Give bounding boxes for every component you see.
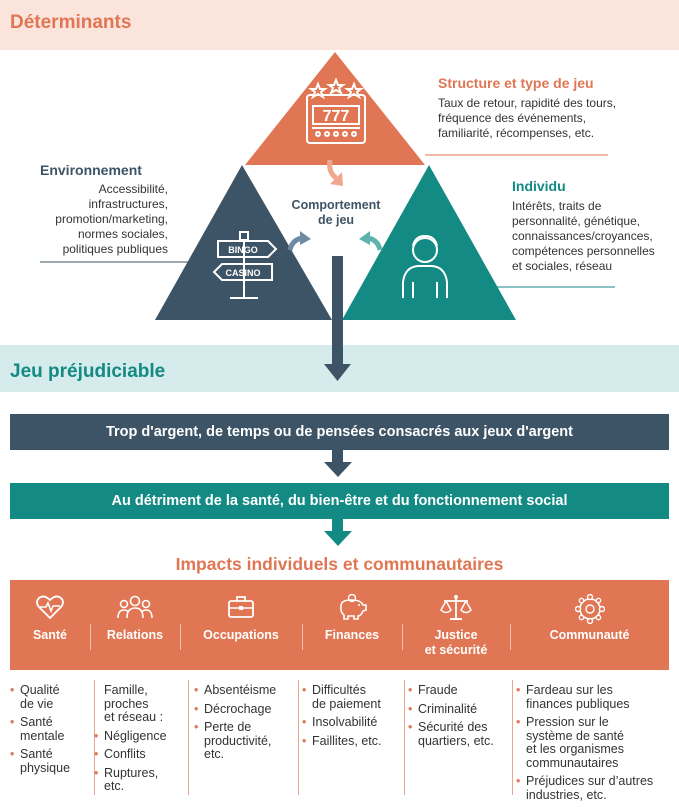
curved-arrow-from-structure-icon	[327, 159, 338, 180]
person-icon	[402, 234, 448, 298]
category-divider	[402, 624, 403, 650]
gambling-behaviour-label: Comportement de jeu	[291, 198, 381, 227]
relations-impacts-list: Famille, proches et réseau : Négligence …	[94, 683, 186, 799]
down-arrow-shaft	[332, 256, 343, 345]
determinants-band: Déterminants	[0, 0, 679, 50]
arrow-bar2-to-impacts	[324, 519, 352, 546]
heart-pulse-icon	[36, 595, 64, 620]
list-intro: Famille, proches et réseau :	[104, 683, 164, 724]
structure-title: Structure et type de jeu	[438, 75, 594, 91]
detriment-bar: Au détriment de la santé, du bien-être e…	[10, 483, 669, 519]
justice-impacts-list: Fraude Criminalité Sécurité des quartier…	[408, 683, 510, 753]
list-item: Insolvabilité	[302, 715, 402, 730]
casino-sign-text: CASINO	[225, 268, 260, 278]
environment-title: Environnement	[40, 162, 142, 178]
environment-text: Accessibilité, infrastructures, promotio…	[55, 182, 168, 256]
list-item: Difficultés de paiement	[302, 683, 402, 711]
category-justice: Justice et sécurité	[402, 580, 510, 670]
individual-text: Intérêts, traits de personnalité, généti…	[512, 199, 655, 273]
category-label: Finances	[324, 628, 380, 642]
category-health: Santé	[10, 580, 90, 670]
piggy-bank-icon	[340, 594, 367, 620]
slot-reels-text: 777	[323, 108, 350, 125]
impacts-title: Impacts individuels et communautaires	[175, 554, 504, 574]
category-relations: Relations	[90, 580, 180, 670]
finances-impacts-list: Difficultés de paiement Insolvabilité Fa…	[302, 683, 402, 753]
category-divider	[302, 624, 303, 650]
list-item: Qualité de vie	[10, 683, 90, 711]
category-label: Santé	[32, 628, 68, 642]
column-divider	[298, 680, 299, 795]
bingo-sign-text: BINGO	[228, 245, 258, 255]
health-impacts-list: Qualité de vie Santé mentale Santé physi…	[10, 683, 90, 780]
people-group-icon	[117, 595, 153, 619]
list-item: Fardeau sur les finances publiques	[516, 683, 676, 711]
briefcase-icon	[228, 596, 254, 618]
list-item: Décrochage	[194, 702, 296, 717]
slot-machine-icon	[306, 77, 366, 144]
category-label: Justice et sécurité	[424, 628, 488, 657]
category-finances: Finances	[302, 580, 402, 670]
list-item: Santé mentale	[10, 715, 90, 743]
band-arrow-overlay	[324, 345, 351, 381]
list-item: Ruptures, etc.	[94, 766, 186, 794]
category-divider	[180, 624, 181, 650]
individual-title: Individu	[512, 178, 566, 194]
column-divider	[404, 680, 405, 795]
column-divider	[512, 680, 513, 795]
category-occupations: Occupations	[180, 580, 302, 670]
category-label: Occupations	[203, 628, 279, 642]
column-divider	[188, 680, 189, 795]
scales-icon	[440, 595, 472, 620]
list-item: Sécurité des quartiers, etc.	[408, 720, 510, 748]
category-community: Communauté	[510, 580, 669, 670]
list-item: Fraude	[408, 683, 510, 698]
category-divider	[90, 624, 91, 650]
individual-triangle	[342, 165, 516, 320]
list-item: Pression sur le système de santé et les …	[516, 715, 676, 770]
arrow-bar1-to-bar2	[324, 450, 352, 477]
signpost-icon	[212, 231, 278, 299]
community-network-icon	[574, 594, 605, 624]
list-item: Conflits	[94, 747, 186, 762]
category-label: Communauté	[549, 628, 630, 642]
structure-text: Taux de retour, rapidité des tours, fréq…	[438, 96, 617, 140]
determinants-title: Déterminants	[10, 12, 132, 33]
list-item: Santé physique	[10, 747, 90, 775]
impact-categories-bar: Santé Relations Occupations Finances	[10, 580, 669, 670]
list-item: Perte de productivité, etc.	[194, 720, 296, 762]
list-item: Criminalité	[408, 702, 510, 717]
list-item: Préjudices sur d’autres industries, etc.	[516, 774, 676, 802]
category-divider	[510, 624, 511, 650]
category-label: Relations	[106, 628, 164, 642]
list-item: Négligence	[94, 729, 186, 744]
list-item: Faillites, etc.	[302, 734, 402, 749]
list-item: Absentéisme	[194, 683, 296, 698]
structure-triangle	[245, 52, 425, 165]
community-impacts-list: Fardeau sur les finances publiques Press…	[516, 683, 676, 807]
occupations-impacts-list: Absentéisme Décrochage Perte de producti…	[194, 683, 296, 767]
excessive-resources-bar: Trop d'argent, de temps ou de pensées co…	[10, 414, 669, 450]
determinants-triangle-diagram: 777 BINGO CASINO	[40, 52, 615, 345]
harmful-gambling-title: Jeu préjudiciable	[10, 361, 166, 382]
